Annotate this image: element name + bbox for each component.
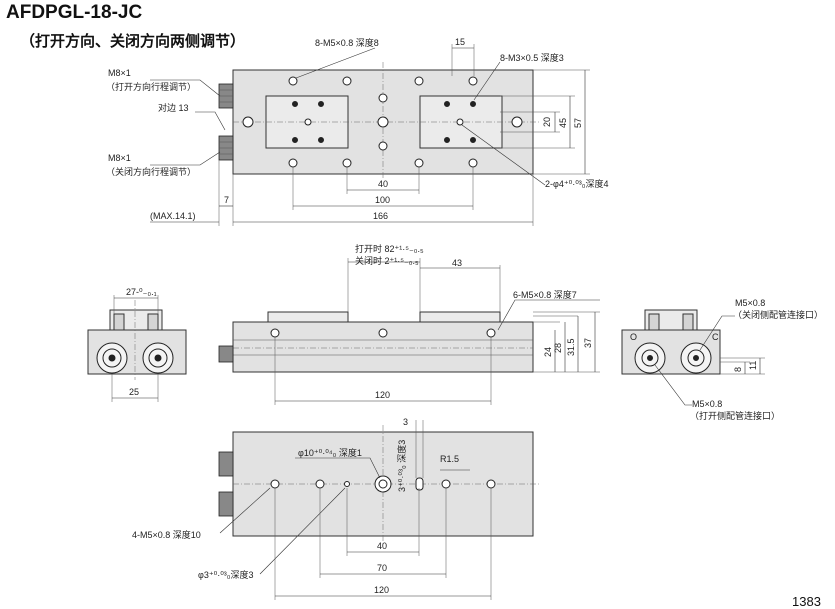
label-dim-57: 57 (573, 118, 583, 128)
label-front-tap: 6-M5×0.8 深度7 (513, 289, 577, 300)
label-dim-45: 45 (558, 118, 568, 128)
label-screw-open-note: （打开方向行程调节） (106, 81, 196, 92)
label-center-hole: φ10⁺⁰·⁰⁴₀ 深度1 (298, 447, 362, 458)
top-adjust-screws (218, 83, 234, 161)
label-dim-7: 7 (224, 195, 229, 205)
label-dim-37: 37 (583, 338, 593, 348)
label-stroke-close: 关闭时 2⁺¹·⁵₋₀.₅ (355, 255, 419, 266)
label-bottom-dim-70: 70 (377, 563, 387, 573)
label-r15: R1.5 (440, 454, 459, 464)
label-dim-25: 25 (129, 387, 139, 397)
label-bottom-pin: φ3⁺⁰·⁰³₀深度3 (198, 569, 254, 580)
label-dim-15: 15 (455, 37, 465, 47)
top-jaw-holes (292, 101, 476, 143)
label-dim-8: 8 (733, 367, 743, 372)
label-dim-31-5: 31.5 (566, 338, 576, 356)
label-port-open: M5×0.8 (692, 399, 722, 409)
label-port-close: M5×0.8 (735, 298, 765, 308)
top-body-holes (242, 76, 523, 168)
top-view (150, 44, 590, 226)
right-view (621, 309, 765, 406)
label-screw-close-note: （关闭方向行程调节） (106, 166, 196, 177)
page-title: AFDPGL-18-JC (6, 2, 143, 23)
front-view (218, 258, 600, 405)
label-dim-40: 40 (378, 179, 388, 189)
label-max: (MAX.14.1) (150, 211, 196, 221)
label-dim-3: 3 (403, 417, 408, 427)
label-dim-100: 100 (375, 195, 390, 205)
label-c: C (712, 332, 719, 342)
label-dim-43: 43 (452, 258, 462, 268)
label-port-close-note: （关闭侧配管连接口） (733, 309, 823, 320)
label-dim-166: 166 (373, 211, 388, 221)
label-bottom-dim-120: 120 (374, 585, 389, 595)
label-dim-20: 20 (542, 117, 552, 127)
page-subtitle: （打开方向、关闭方向两侧调节） (20, 33, 246, 50)
label-hex: 对边 13 (158, 102, 189, 113)
front-jaw-left (267, 311, 349, 323)
label-stroke-open: 打开时 82⁺¹·⁵₋₀.₅ (355, 243, 424, 254)
page-number: 1383 (792, 594, 821, 609)
label-o: O (630, 332, 637, 342)
label-dim-11: 11 (748, 361, 758, 370)
label-slot-depth: 3⁺⁰·⁰³₀ 深度3 (396, 440, 407, 492)
label-port-open-note: （打开侧配管连接口） (690, 410, 780, 421)
left-view (87, 295, 187, 402)
label-bottom-tap: 4-M5×0.8 深度10 (132, 529, 201, 540)
label-dim-24: 24 (543, 347, 553, 357)
label-bottom-dim-40: 40 (377, 541, 387, 551)
label-screw-close: M8×1 (108, 153, 131, 163)
label-dim-27: 27-⁰₋₀.₁ (126, 287, 157, 297)
label-pin-hole: 2-φ4⁺⁰·⁰³₀深度4 (545, 178, 609, 189)
label-tap-jaw: 8-M3×0.5 深度3 (500, 52, 564, 63)
label-front-dim-120: 120 (375, 390, 390, 400)
front-jaw-right (419, 311, 501, 323)
bottom-view (218, 420, 540, 600)
label-dim-28: 28 (553, 343, 563, 353)
label-screw-open: M8×1 (108, 68, 131, 78)
label-tap-body: 8-M5×0.8 深度8 (315, 37, 379, 48)
